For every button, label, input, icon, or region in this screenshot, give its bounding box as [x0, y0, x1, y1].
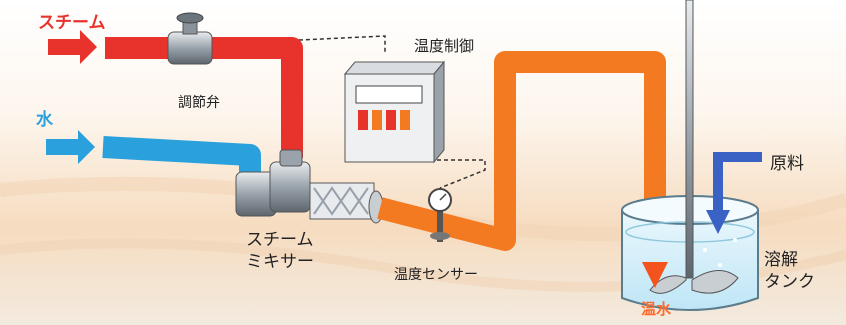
raw-material-arrow: [706, 210, 730, 234]
steam-inlet-arrow: [48, 30, 97, 64]
steam-mixer-icon: [235, 149, 384, 224]
raw-material-pipe: [713, 152, 762, 215]
temperature-controller-icon: [343, 60, 446, 164]
temperature-sensor-label: 温度センサー: [394, 267, 478, 283]
steam-label: スチーム: [38, 13, 106, 33]
steam-mixer-label: スチーム ミキサー: [246, 229, 314, 273]
hot-water-pipe: [377, 51, 666, 278]
sensor-signal-line: [430, 159, 486, 189]
steam-pipe: [105, 37, 303, 158]
raw-material-label: 原料: [770, 154, 804, 174]
water-inlet-arrow: [46, 130, 95, 164]
agitator-icon: [649, 0, 739, 294]
steam-mixer-label-line1: スチーム: [246, 230, 314, 250]
dissolution-tank-label-line1: 溶解: [764, 250, 798, 270]
hot-water-arrow: [642, 262, 668, 288]
control-valve-icon: [167, 12, 213, 65]
steam-mixer-label-line2: ミキサー: [246, 252, 314, 272]
temperature-sensor-icon: [428, 188, 452, 242]
hot-water-label: 温水: [641, 300, 672, 318]
dissolution-tank-label: 溶解 タンク: [764, 249, 815, 293]
temperature-control-label: 温度制御: [414, 37, 475, 55]
dissolution-tank-label-line2: タンク: [764, 272, 815, 292]
water-label: 水: [36, 110, 53, 130]
control-valve-label: 調節弁: [178, 95, 220, 111]
